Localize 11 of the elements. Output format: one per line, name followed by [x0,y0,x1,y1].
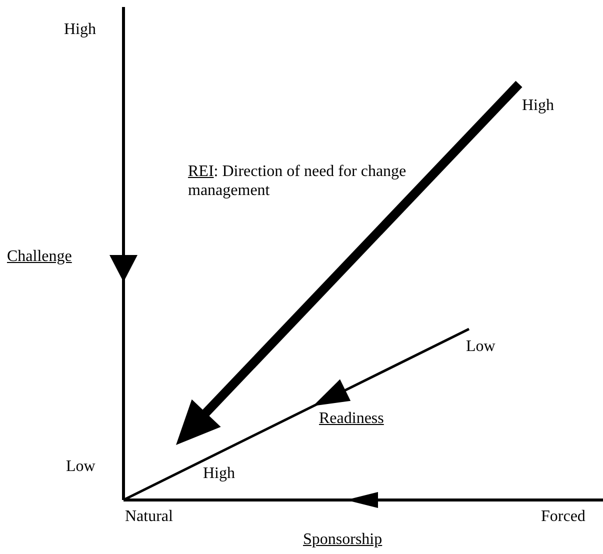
axis-label: Challenge [7,247,72,266]
axis-label: Natural [125,507,173,526]
axis-label: High [522,96,554,115]
axis-label: High [203,464,235,483]
axis-label: Low [466,337,496,356]
axis-label: REI: Direction of need for change management [188,162,408,200]
axis-label: High [64,20,96,39]
axis-label: Sponsorship [303,530,382,549]
axis-label: Forced [541,507,586,526]
axis-label: Readiness [319,409,384,428]
axis-label: Low [66,457,96,476]
